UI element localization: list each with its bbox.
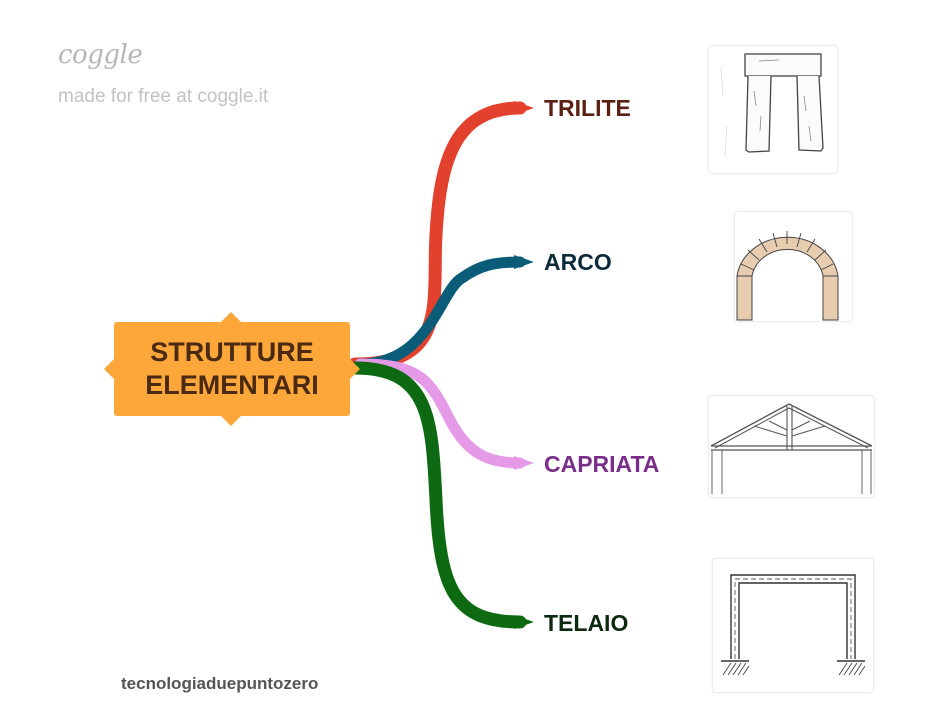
branch-trilite-connector [348, 101, 527, 371]
branch-label-capriata[interactable]: CAPRIATA [544, 451, 660, 477]
roof-truss-image [708, 395, 875, 498]
branch-label-trilite[interactable]: TRILITE [544, 95, 631, 121]
coggle-logo: coggle [58, 40, 143, 70]
branch-label-telaio[interactable]: TELAIO [544, 610, 629, 636]
branch-telaio-connector [348, 361, 527, 629]
branch-capriata-arrow [514, 456, 534, 470]
central-node-label[interactable]: STRUTTURE ELEMENTARI [145, 337, 319, 400]
footer-credit: tecnologiaduepuntozero [121, 674, 319, 693]
coggle-tagline: made for free at coggle.it [58, 86, 269, 107]
portal-frame-image [712, 558, 874, 693]
stone-arch-image [734, 211, 853, 322]
branch-label-arco[interactable]: ARCO [544, 249, 612, 275]
branch-arco-arrow [514, 255, 534, 269]
branch-telaio-arrow [514, 615, 534, 629]
branch-trilite-arrow [514, 101, 534, 115]
central-node-shape [104, 312, 360, 426]
trilithon-sketch-image [708, 45, 838, 174]
branch-capriata-connector [354, 358, 526, 469]
branch-arco-connector [354, 256, 526, 370]
